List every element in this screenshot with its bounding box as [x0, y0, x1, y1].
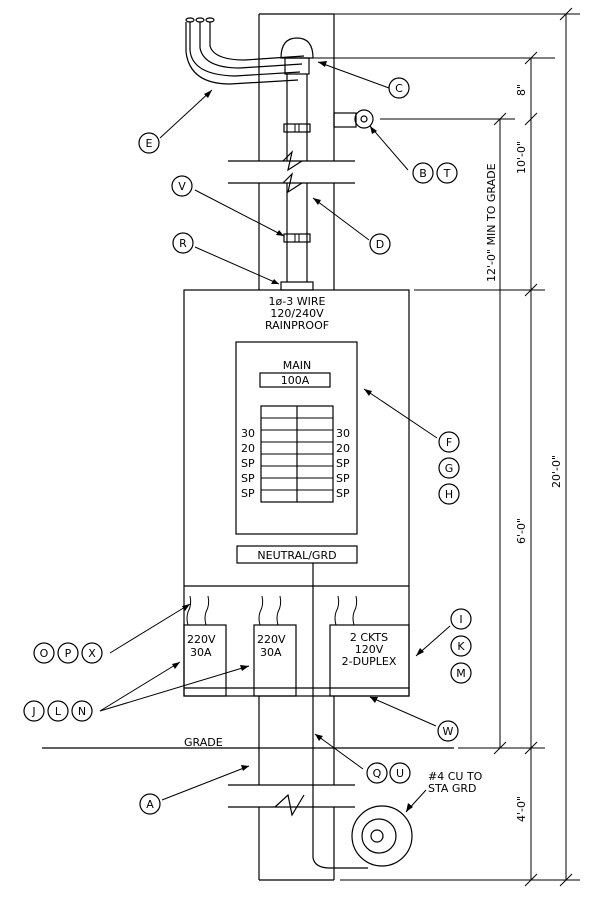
- dim-6ft: 6'-0": [515, 518, 528, 544]
- svg-text:V: V: [178, 180, 186, 193]
- svg-text:H: H: [445, 488, 453, 501]
- breaker-right-3: SP: [336, 457, 350, 470]
- svg-text:O: O: [40, 647, 49, 660]
- breaker-right-1: 30: [336, 427, 350, 440]
- svg-text:A: A: [146, 798, 154, 811]
- pole-break-upper: [225, 150, 365, 194]
- dimension-lines: [313, 7, 580, 887]
- svg-text:T: T: [443, 167, 451, 180]
- service-drop-conductors: [185, 17, 305, 85]
- breaker-right-4: SP: [336, 472, 350, 485]
- ground-note-line1: #4 CU TO: [428, 770, 483, 783]
- panel-header-line1: 1ø-3 WIRE: [269, 295, 326, 308]
- svg-text:X: X: [88, 647, 96, 660]
- dim-8in: 8": [515, 84, 528, 96]
- callout-F: F: [438, 431, 460, 453]
- callout-D: D: [369, 233, 391, 255]
- callout-O: O: [33, 642, 55, 664]
- svg-text:L: L: [55, 705, 62, 718]
- callout-T: T: [436, 162, 458, 184]
- callout-B: B: [412, 162, 434, 184]
- callout-R: R: [172, 232, 194, 254]
- callout-N: N: [71, 700, 93, 722]
- breaker-right-5: SP: [336, 487, 350, 500]
- svg-text:J: J: [31, 705, 35, 718]
- breaker-left-2: 20: [241, 442, 255, 455]
- breaker-right-2: 20: [336, 442, 350, 455]
- svg-text:N: N: [78, 705, 86, 718]
- neutral-bar-box: [236, 545, 358, 564]
- svg-text:P: P: [65, 647, 72, 660]
- dim-10ft: 10'-0": [515, 141, 528, 174]
- dim-20ft: 20'-0": [550, 455, 563, 488]
- breaker-panel: [235, 341, 358, 535]
- callout-L: L: [47, 700, 69, 722]
- svg-text:W: W: [443, 725, 454, 738]
- pole-break-lower: [225, 784, 365, 817]
- svg-text:F: F: [446, 436, 452, 449]
- svg-text:G: G: [445, 462, 454, 475]
- callout-I: I: [450, 608, 472, 630]
- panel-header-line2: 120/240V: [270, 307, 324, 320]
- conduit-mast: [280, 74, 314, 291]
- receptacle-2: [253, 595, 297, 697]
- breaker-left-5: SP: [241, 487, 255, 500]
- receptacle-3: [329, 595, 410, 697]
- main-breaker-label: MAIN: [283, 359, 312, 372]
- panel-header-line3: RAINPROOF: [265, 319, 329, 332]
- receptacle-3-line2: 120V: [355, 643, 384, 656]
- callout-V: V: [171, 175, 193, 197]
- receptacle-2-line2: 30A: [260, 646, 282, 659]
- receptacle-2-line1: 220V: [257, 633, 286, 646]
- breaker-grid: [260, 405, 334, 503]
- svg-text:U: U: [396, 767, 404, 780]
- callout-J: J: [23, 700, 45, 722]
- callout-W: W: [437, 720, 459, 742]
- callout-M: M: [450, 662, 472, 684]
- callout-A: A: [139, 793, 161, 815]
- svg-text:Q: Q: [373, 767, 382, 780]
- callout-K: K: [450, 635, 472, 657]
- main-breaker-rating: 100A: [281, 374, 310, 387]
- svg-text:K: K: [457, 640, 465, 653]
- ground-note-line2: STA GRD: [428, 782, 477, 795]
- neutral-bar-label: NEUTRAL/GRD: [257, 549, 336, 562]
- breaker-left-3: SP: [241, 457, 255, 470]
- receptacle-1-line1: 220V: [187, 633, 216, 646]
- receptacle-1: [183, 595, 227, 697]
- svg-text:D: D: [376, 238, 384, 251]
- service-attachment: [333, 109, 374, 129]
- callout-U: U: [389, 762, 411, 784]
- grade-label: GRADE: [184, 736, 223, 749]
- ground-conductor: [312, 563, 368, 869]
- receptacle-3-line1: 2 CKTS: [350, 631, 388, 644]
- callout-X: X: [81, 642, 103, 664]
- receptacle-3-line3: 2-DUPLEX: [342, 655, 397, 668]
- svg-text:R: R: [179, 237, 187, 250]
- dim-12ft-min: 12'-0" MIN TO GRADE: [485, 163, 498, 282]
- ground-coil: [351, 805, 413, 867]
- receptacle-1-line2: 30A: [190, 646, 212, 659]
- breaker-left-4: SP: [241, 472, 255, 485]
- callout-E: E: [138, 132, 160, 154]
- callout-P: P: [57, 642, 79, 664]
- weatherhead: [280, 37, 314, 75]
- callout-C: C: [388, 77, 410, 99]
- callout-G: G: [438, 457, 460, 479]
- callout-H: H: [438, 483, 460, 505]
- breaker-left-1: 30: [241, 427, 255, 440]
- callout-Q: Q: [366, 762, 388, 784]
- main-breaker-box: [259, 372, 331, 388]
- svg-text:E: E: [146, 137, 153, 150]
- svg-text:C: C: [395, 82, 403, 95]
- dim-4ft: 4'-0": [515, 796, 528, 822]
- svg-text:M: M: [456, 667, 466, 680]
- svg-text:B: B: [419, 167, 427, 180]
- svg-text:I: I: [459, 613, 462, 626]
- callout-leaders: [99, 61, 451, 801]
